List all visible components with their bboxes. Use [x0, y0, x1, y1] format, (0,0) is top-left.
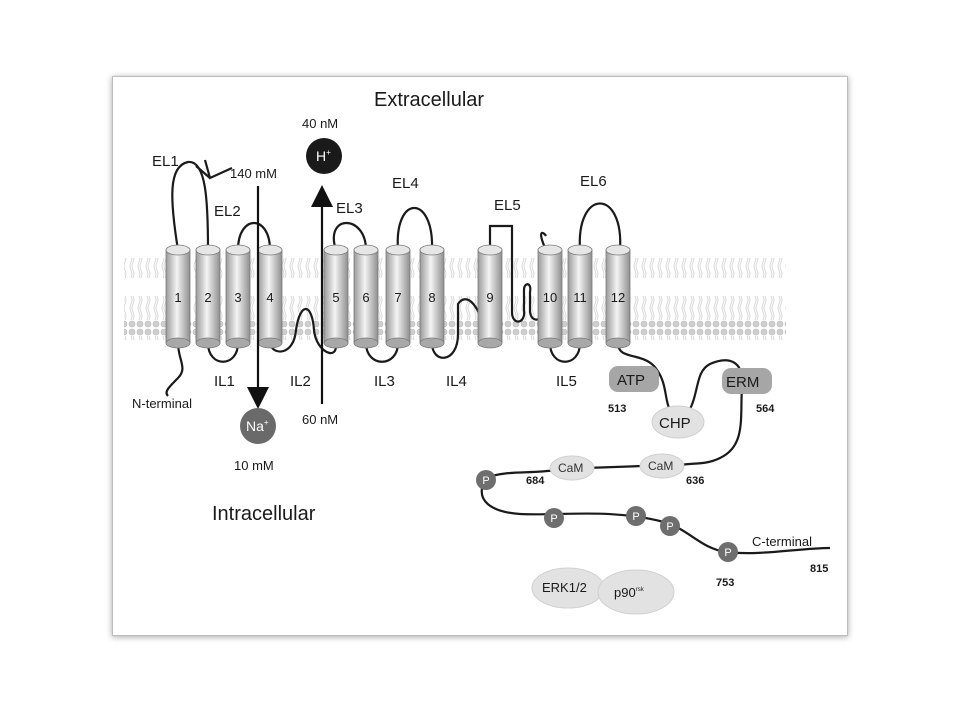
helix-2: 2	[195, 244, 221, 349]
helix-9: 9	[477, 244, 503, 349]
helix-label-1: 1	[174, 290, 181, 305]
residue-636: 636	[686, 475, 704, 487]
h-ion-symbol: H+	[316, 148, 331, 164]
loop-label-el4: EL4	[392, 175, 419, 192]
phospho-site-4	[660, 516, 680, 536]
cam-label-2: CaM	[648, 459, 673, 473]
residue-684: 684	[526, 475, 545, 487]
helix-label-12: 12	[611, 290, 625, 305]
atp-binding-box	[609, 366, 659, 392]
cam-binding-blob-1	[549, 455, 595, 481]
loop-label-el3: EL3	[336, 200, 363, 217]
loop-label-il3: IL3	[374, 373, 395, 390]
helix-12: 12	[605, 244, 631, 349]
helix-label-7: 7	[394, 290, 401, 305]
residue-753: 753	[716, 577, 734, 589]
phospho-site-label-5: P	[724, 547, 731, 559]
erm-binding-box	[722, 368, 772, 394]
helix-6: 6	[353, 244, 379, 349]
erk-label: ERK1/2	[542, 580, 587, 595]
h-extracellular-concentration: 40 nM	[302, 116, 338, 131]
helix-7: 7	[385, 244, 411, 349]
atp-label: ATP	[617, 372, 645, 389]
c-terminal-label: C-terminal	[752, 534, 812, 549]
cam-binding-blob-2	[639, 453, 685, 479]
helix-10: 10	[537, 244, 563, 349]
helix-label-6: 6	[362, 290, 369, 305]
phosphorylation-sites: P P P P P	[476, 470, 738, 562]
helix-label-2: 2	[204, 290, 211, 305]
helix-1: 1	[165, 244, 191, 349]
chp-binding-blob	[651, 405, 705, 439]
helix-label-3: 3	[234, 290, 241, 305]
loop-label-il5: IL5	[556, 373, 577, 390]
loop-label-il1: IL1	[214, 373, 235, 390]
chp-label: CHP	[659, 415, 691, 432]
n-terminal-label: N-terminal	[132, 396, 192, 411]
na-extracellular-concentration: 140 mM	[230, 166, 277, 181]
p90rsk-kinase-blob	[597, 569, 675, 615]
loop-label-el6: EL6	[580, 173, 607, 190]
cam-label-1: CaM	[558, 461, 583, 475]
helix-label-10: 10	[543, 290, 557, 305]
helix-label-8: 8	[428, 290, 435, 305]
lipid-bilayer	[124, 258, 786, 340]
loop-label-il4: IL4	[446, 373, 467, 390]
p90rsk-label: p90rsk	[614, 585, 645, 600]
residue-564: 564	[756, 403, 775, 415]
h-ion-icon	[306, 138, 342, 174]
helix-11: 11	[567, 244, 593, 349]
phospho-site-2	[544, 508, 564, 528]
loop-label-el2: EL2	[214, 203, 241, 220]
phospho-site-5	[718, 542, 738, 562]
residue-815: 815	[810, 563, 828, 575]
helix-4: 4	[257, 244, 283, 349]
phospho-site-label-2: P	[550, 513, 557, 525]
na-ion-icon	[240, 408, 276, 444]
phospho-site-3	[626, 506, 646, 526]
phospho-site-label-3: P	[632, 511, 639, 523]
na-intracellular-concentration: 10 mM	[234, 458, 274, 473]
na-ion-symbol: Na+	[246, 418, 269, 434]
extracellular-label: Extracellular	[374, 89, 484, 111]
phospho-site-label-4: P	[666, 521, 673, 533]
h-intracellular-concentration: 60 nM	[302, 412, 338, 427]
phospho-site-label-1: P	[482, 475, 489, 487]
residue-513: 513	[608, 403, 626, 415]
protein-backbone	[165, 159, 831, 555]
erm-label: ERM	[726, 374, 759, 391]
helix-label-9: 9	[486, 290, 493, 305]
helix-label-4: 4	[266, 290, 273, 305]
loop-label-el5: EL5	[494, 197, 521, 214]
phospho-site-1	[476, 470, 496, 490]
helix-label-11: 11	[573, 290, 587, 305]
loop-label-il2: IL2	[290, 373, 311, 390]
helix-label-5: 5	[332, 290, 339, 305]
intracellular-label: Intracellular	[212, 503, 316, 525]
helix-5: 5	[323, 244, 349, 349]
helix-8: 8	[419, 244, 445, 349]
loop-label-el1: EL1	[152, 153, 179, 170]
helix-3: 3	[225, 244, 251, 349]
